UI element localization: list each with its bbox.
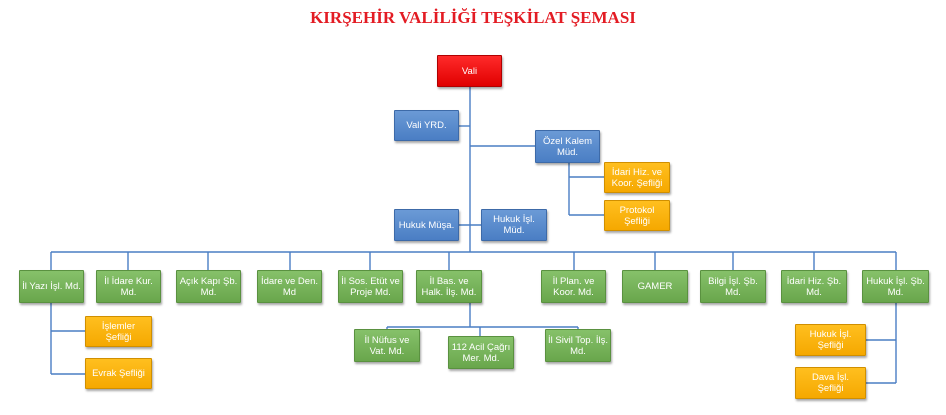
node-islemler-sefligi: İşlemler Şefliği xyxy=(85,316,152,347)
node-idari-hiz-sb: İdari Hiz. Şb. Md. xyxy=(781,270,847,303)
node-il-plan-koor: İl Plan. ve Koor. Md. xyxy=(541,270,606,303)
chart-title: KIRŞEHİR VALİLİĞİ TEŞKİLAT ŞEMASI xyxy=(310,8,636,27)
node-hukuk-isl-mud: Hukuk İşl. Müd. xyxy=(481,209,547,241)
node-dava-isl-sefligi: Dava İşl. Şefliği xyxy=(795,367,866,399)
node-vali: Vali xyxy=(437,55,502,87)
node-protokol-sefligi: Protokol Şefliği xyxy=(604,200,670,231)
node-acik-kapi: Açık Kapı Şb. Md. xyxy=(176,270,241,303)
node-vali-yrd: Vali YRD. xyxy=(394,110,459,141)
node-il-nufus: İl Nüfus ve Vat. Md. xyxy=(354,329,420,362)
node-112-acil: 112 Acil Çağrı Mer. Md. xyxy=(448,336,514,369)
node-il-bas-halk: İl Bas. ve Halk. İlş. Md. xyxy=(416,270,482,303)
node-gamer: GAMER xyxy=(622,270,688,303)
node-idare-ve-den: İdare ve Den. Md xyxy=(257,270,322,303)
node-il-yazi-isl: İl Yazı İşl. Md. xyxy=(19,270,84,303)
node-hukuk-isl-sefligi: Hukuk İşl. Şefliği xyxy=(795,324,866,356)
node-ozel-kalem: Özel Kalem Müd. xyxy=(535,130,600,163)
node-il-sivil: İl Sivil Top. İlş. Md. xyxy=(545,329,611,362)
node-bilgi-isl: Bilgi İşl. Şb. Md. xyxy=(700,270,766,303)
node-idari-hiz-koor-sefligi: İdari Hiz. ve Koor. Şefliği xyxy=(604,162,670,193)
node-il-idare-kur: İl İdare Kur. Md. xyxy=(96,270,161,303)
node-hukuk-musa: Hukuk Müşa. xyxy=(394,209,459,241)
node-il-sos-etut: İl Sos. Etüt ve Proje Md. xyxy=(338,270,403,303)
node-evrak-sefligi: Evrak Şefliği xyxy=(85,358,152,389)
node-hukuk-isl-sb: Hukuk İşl. Şb. Md. xyxy=(862,270,929,303)
